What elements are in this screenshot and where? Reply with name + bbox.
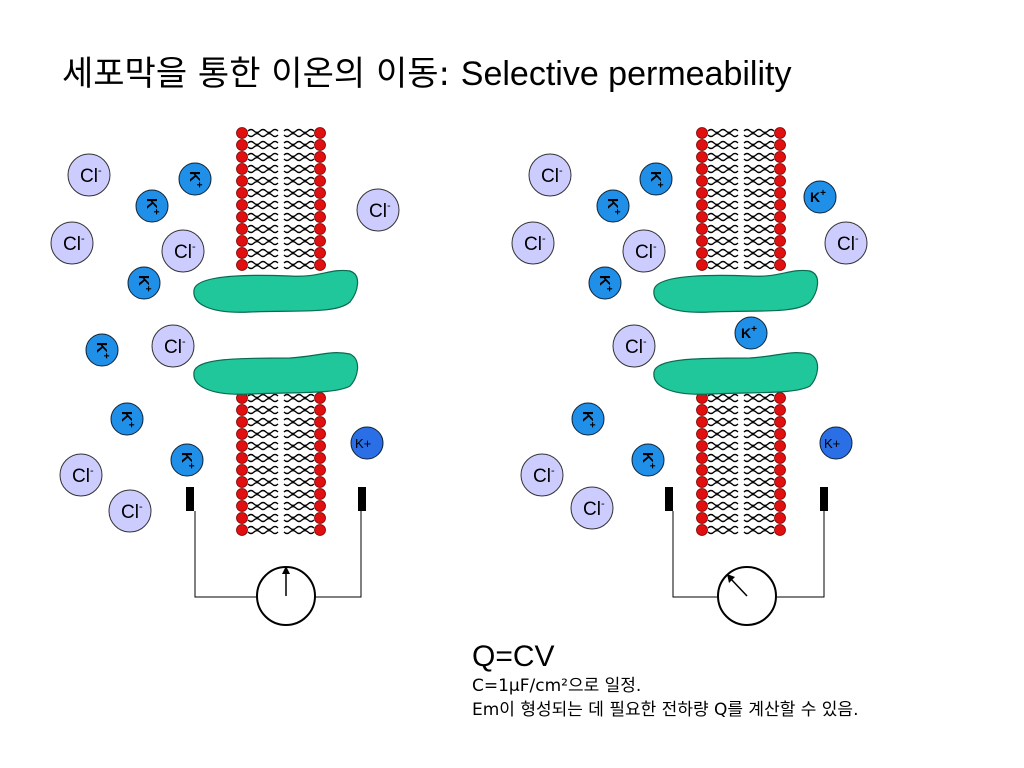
svg-text:K+: K+ [118,411,136,428]
channel-protein-lower [193,352,359,395]
right-membrane-panel: Cl- Cl- Cl- Cl- Cl- Cl- Cl- K+ K+ K+ K+ … [511,126,868,626]
potassium-ion: K+ [734,316,768,350]
note-capacitance: C=1μF/cm²으로 일정. [472,676,642,696]
chloride-ion: Cl- [161,229,205,273]
svg-text:Cl-: Cl- [164,336,186,358]
svg-text:Cl-: Cl- [63,233,85,255]
svg-text:K+: K+ [639,452,657,469]
galvanometer-dial-icon [256,566,316,626]
title-english: Selective permeability [460,55,792,93]
chloride-ion: Cl- [108,489,152,533]
chloride-ion: Cl- [824,221,868,265]
svg-text:Cl-: Cl- [80,165,102,187]
equation-block: Q=CV C=1μF/cm²으로 일정. Em이 형성되는 데 필요한 전하량 … [472,640,858,722]
circuit-wire [194,511,257,598]
potassium-ion: K+ [110,402,144,436]
potassium-ion: K+ [170,443,204,477]
svg-text:K+: K+ [824,436,840,451]
svg-text:K+: K+ [741,324,757,341]
svg-text:K+: K+ [579,411,597,428]
svg-text:Cl-: Cl- [541,165,563,187]
circuit-wire [315,511,362,598]
svg-text:K+: K+ [604,198,622,215]
svg-text:K+: K+ [355,436,371,451]
lipid-bilayer-upper [695,126,787,272]
potassium-ion: K+ [178,162,212,196]
channel-protein-upper [193,269,359,313]
potassium-ion: K+ [596,189,630,223]
chloride-ion: Cl- [59,453,103,497]
potassium-ion: K+ [127,266,161,300]
chloride-ion: Cl- [511,221,555,265]
svg-text:K+: K+ [186,171,204,188]
circuit-wire [672,511,717,598]
left-membrane-panel: Cl- Cl- Cl- Cl- Cl- Cl- Cl- K+ K+ K+ K+ … [50,126,400,626]
svg-text:K+: K+ [810,188,826,205]
svg-text:K+: K+ [93,342,111,359]
svg-text:Cl-: Cl- [635,241,657,263]
svg-text:Cl-: Cl- [625,336,647,358]
svg-text:K+: K+ [178,452,196,469]
svg-text:Cl-: Cl- [72,465,94,487]
svg-text:K+: K+ [647,171,665,188]
potassium-ion: K+ [803,180,837,214]
title-korean: 세포막을 통한 이온의 이동: [62,54,450,94]
channel-protein-upper [653,269,819,313]
svg-text:Cl-: Cl- [583,498,605,520]
lipid-bilayer-upper [235,126,327,272]
svg-text:Cl-: Cl- [174,241,196,263]
chloride-ion: Cl- [151,324,195,368]
potassium-ion: K+ [631,443,665,477]
chloride-ion: Cl- [356,188,400,232]
note-charge: Em이 형성되는 데 필요한 전하량 Q를 계산할 수 있음. [472,700,859,720]
svg-text:Cl-: Cl- [837,233,859,255]
electrode-icon [820,487,828,511]
svg-text:K+: K+ [135,275,153,292]
svg-text:Cl-: Cl- [533,465,555,487]
slide-title: 세포막을 통한 이온의 이동: Selective permeability [62,46,791,95]
chloride-ion: Cl- [520,453,564,497]
potassium-ion: K+ [85,333,119,367]
equation-q-cv: Q=CV [472,640,555,673]
chloride-ion: Cl- [67,153,111,197]
svg-text:Cl-: Cl- [369,200,391,222]
potassium-ion: K+ [588,266,622,300]
electrode-icon [358,487,366,511]
chloride-ion: Cl- [528,153,572,197]
galvanometer-dial-icon [717,566,777,626]
channel-protein-lower [653,352,819,395]
potassium-ion: K+ [639,162,673,196]
svg-text:Cl-: Cl- [121,501,143,523]
chloride-ion: Cl- [612,324,656,368]
svg-text:Cl-: Cl- [524,233,546,255]
chloride-ion: Cl- [570,486,614,530]
svg-text:K+: K+ [143,198,161,215]
chloride-ion: Cl- [622,229,666,273]
lipid-bilayer-lower [695,391,787,537]
circuit-wire [777,511,825,598]
potassium-ion: K+ [350,426,384,460]
electrode-icon [186,487,194,511]
potassium-ion: K+ [819,426,853,460]
potassium-ion: K+ [571,402,605,436]
svg-text:K+: K+ [596,275,614,292]
lipid-bilayer-lower [235,391,327,537]
potassium-ion: K+ [135,189,169,223]
chloride-ion: Cl- [50,221,94,265]
electrode-icon [665,487,673,511]
